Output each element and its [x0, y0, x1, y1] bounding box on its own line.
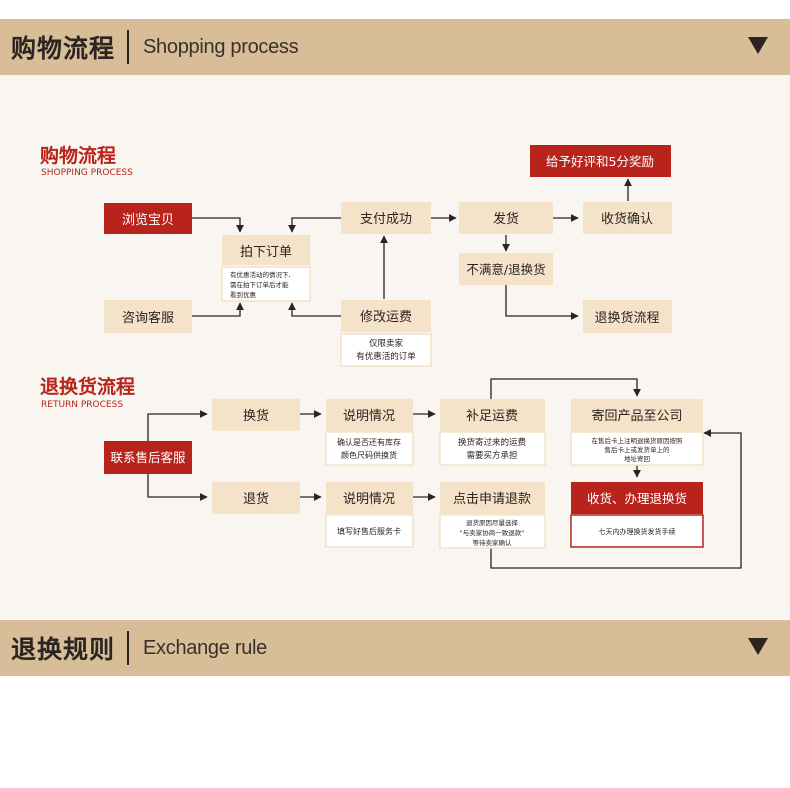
note-send-back: 在售后卡上注明退换货原因按照 售后卡上或发货单上的 地址寄回 [570, 431, 704, 466]
note-line: 颜色尺码供换货 [341, 450, 397, 460]
step-exchange[interactable]: 换货 [212, 399, 300, 431]
shopping-title: 购物流程 [40, 144, 116, 167]
step-label: 支付成功 [360, 212, 412, 227]
note-line: "与卖家协商一致退款" [460, 528, 524, 537]
step-label: 浏览宝贝 [122, 212, 174, 228]
step-receive[interactable]: 收货、办理退换货 [571, 482, 703, 514]
note-line: 需在拍下订单后才能 [230, 280, 289, 289]
step-label: 不满意/退换货 [466, 262, 545, 277]
note-line: 等待卖家确认 [473, 538, 513, 547]
step-send-back[interactable]: 寄回产品至公司 [571, 399, 703, 431]
step-return-flow[interactable]: 退换货流程 [583, 300, 672, 333]
note-order: 有优惠活动的情况下, 需在拍下订单后才能 看到优惠 [221, 266, 311, 302]
step-label: 联系售后客服 [110, 450, 186, 465]
note-pay-fee: 换货寄过来的运费 需要买方承担 [439, 431, 546, 466]
note-line: 地址寄回 [624, 454, 650, 463]
returns-subtitle: RETURN PROCESS [41, 400, 123, 410]
step-refund[interactable]: 退货 [212, 482, 300, 514]
step-label: 寄回产品至公司 [591, 408, 682, 424]
note-apply-refund: 退货原因尽量选择 "与卖家协商一致退款" 等待卖家确认 [439, 514, 546, 549]
section-title: 退换规则 [11, 635, 116, 664]
section-subtitle: Shopping process [143, 35, 299, 58]
shopping-subtitle: SHOPPING PROCESS [41, 168, 133, 178]
step-label: 发货 [493, 211, 519, 227]
note-line: 在售后卡上注明退换货原因按照 [592, 436, 684, 445]
step-label: 修改运费 [360, 310, 412, 325]
step-label: 说明情况 [343, 492, 395, 507]
step-label: 换货 [243, 408, 269, 424]
process-diagram: 购物流程 SHOPPING PROCESS 浏览宝贝 咨询客服 拍下订单 有优惠… [40, 144, 742, 569]
step-browse[interactable]: 浏览宝贝 [104, 203, 192, 234]
step-ship[interactable]: 发货 [459, 202, 553, 234]
step-order[interactable]: 拍下订单 [222, 235, 310, 265]
note-line: 仅限卖家 [369, 338, 404, 349]
step-label: 补足运费 [466, 409, 518, 424]
note-receive: 七天内办理换货发货手续 [570, 514, 704, 548]
note-line: 看到优惠 [230, 290, 257, 299]
note-line: 需要买方承担 [466, 450, 518, 461]
note-explain-exchange: 确认是否还有库存 颜色尺码供换货 [325, 431, 414, 466]
note-line: 换货寄过来的运费 [458, 437, 527, 448]
step-label: 退换货流程 [594, 310, 659, 326]
step-label: 咨询客服 [122, 310, 174, 326]
section-title: 购物流程 [11, 34, 116, 63]
note-line: 确认是否还有库存 [337, 437, 401, 447]
step-explain-exchange[interactable]: 说明情况 [326, 399, 413, 431]
divider [127, 30, 130, 64]
note-line: 七天内办理换货发货手续 [599, 527, 676, 536]
section-subtitle: Exchange rule [143, 636, 267, 659]
note-line: 有优惠活动的情况下, [230, 270, 291, 279]
triangle-down-icon[interactable] [748, 37, 768, 54]
step-explain-refund[interactable]: 说明情况 [326, 482, 413, 514]
note-explain-refund: 填写好售后服务卡 [325, 514, 414, 548]
step-label: 收货确认 [601, 211, 653, 227]
step-pay[interactable]: 支付成功 [341, 202, 431, 234]
note-line: 填写好售后服务卡 [337, 526, 401, 536]
step-apply-refund[interactable]: 点击申请退款 [440, 482, 545, 514]
step-service[interactable]: 联系售后客服 [104, 441, 192, 474]
triangle-down-icon[interactable] [748, 638, 768, 655]
note-line: 有优惠活的订单 [356, 351, 416, 362]
shopping-connectors [192, 178, 632, 320]
returns-connectors [147, 378, 742, 569]
step-label: 点击申请退款 [453, 492, 531, 507]
step-modify-fee[interactable]: 修改运费 [341, 300, 431, 332]
step-label: 收货、办理退换货 [587, 491, 687, 506]
step-label: 给予好评和5分奖励 [546, 154, 654, 169]
step-pay-fee[interactable]: 补足运费 [440, 399, 545, 431]
divider [127, 631, 130, 665]
section-header-exchange-rule[interactable]: 退换规则 Exchange rule [0, 620, 790, 676]
note-line: 退货原因尽量选择 [466, 518, 519, 527]
step-consult[interactable]: 咨询客服 [104, 300, 192, 333]
step-confirm[interactable]: 收货确认 [583, 202, 672, 234]
step-label: 拍下订单 [240, 245, 292, 260]
note-modify-fee: 仅限卖家 有优惠活的订单 [340, 333, 432, 367]
step-label: 退货 [243, 491, 269, 507]
step-label: 说明情况 [343, 409, 395, 424]
returns-title: 退换货流程 [40, 375, 135, 398]
step-unsatisfied[interactable]: 不满意/退换货 [459, 253, 553, 285]
note-line: 售后卡上或发货单上的 [605, 445, 671, 454]
step-reward[interactable]: 给予好评和5分奖励 [530, 145, 671, 177]
section-header-shopping[interactable]: 购物流程 Shopping process [0, 19, 790, 75]
process-panel: 购物流程 SHOPPING PROCESS 浏览宝贝 咨询客服 拍下订单 有优惠… [0, 75, 790, 619]
